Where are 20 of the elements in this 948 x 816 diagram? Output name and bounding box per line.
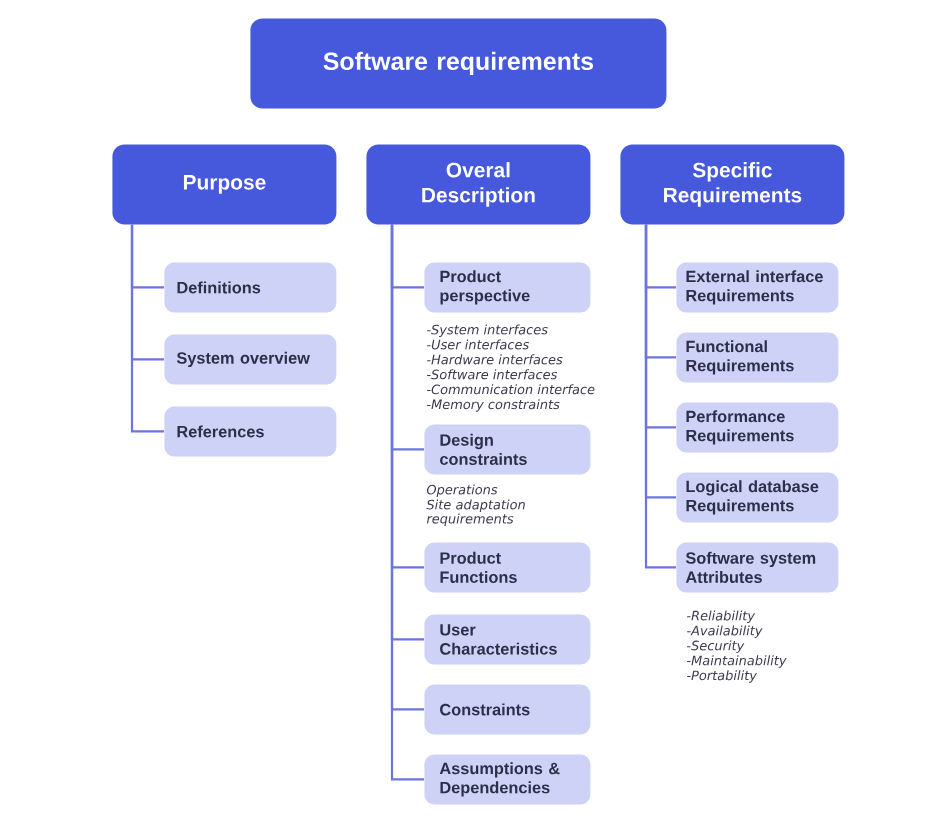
item-box: References [164,406,337,457]
root-box: Software requirements [250,18,667,109]
item-box: Functional Requirements [676,332,839,383]
connector-line [644,224,676,569]
item-box: Logical database Requirements [676,472,839,523]
category-box: Specific Requirements [620,144,845,225]
category-box: Overal Description [366,144,591,225]
item-box: Product perspective [424,262,591,313]
item-box: Software system Attributes [676,542,839,593]
item-box: External interface Requirements [676,262,839,313]
item-box: Definitions [164,262,337,313]
item-box: System overview [164,334,337,385]
item-box: Design constraints [424,424,591,475]
item-box: User Characteristics [424,614,591,665]
item-box: Assumptions & Dependencies [424,754,591,805]
category-box: Purpose [112,144,337,225]
connector-line [130,224,164,433]
item-box: Performance Requirements [676,402,839,453]
item-box: Product Functions [424,542,591,593]
item-box: Constraints [424,684,591,735]
